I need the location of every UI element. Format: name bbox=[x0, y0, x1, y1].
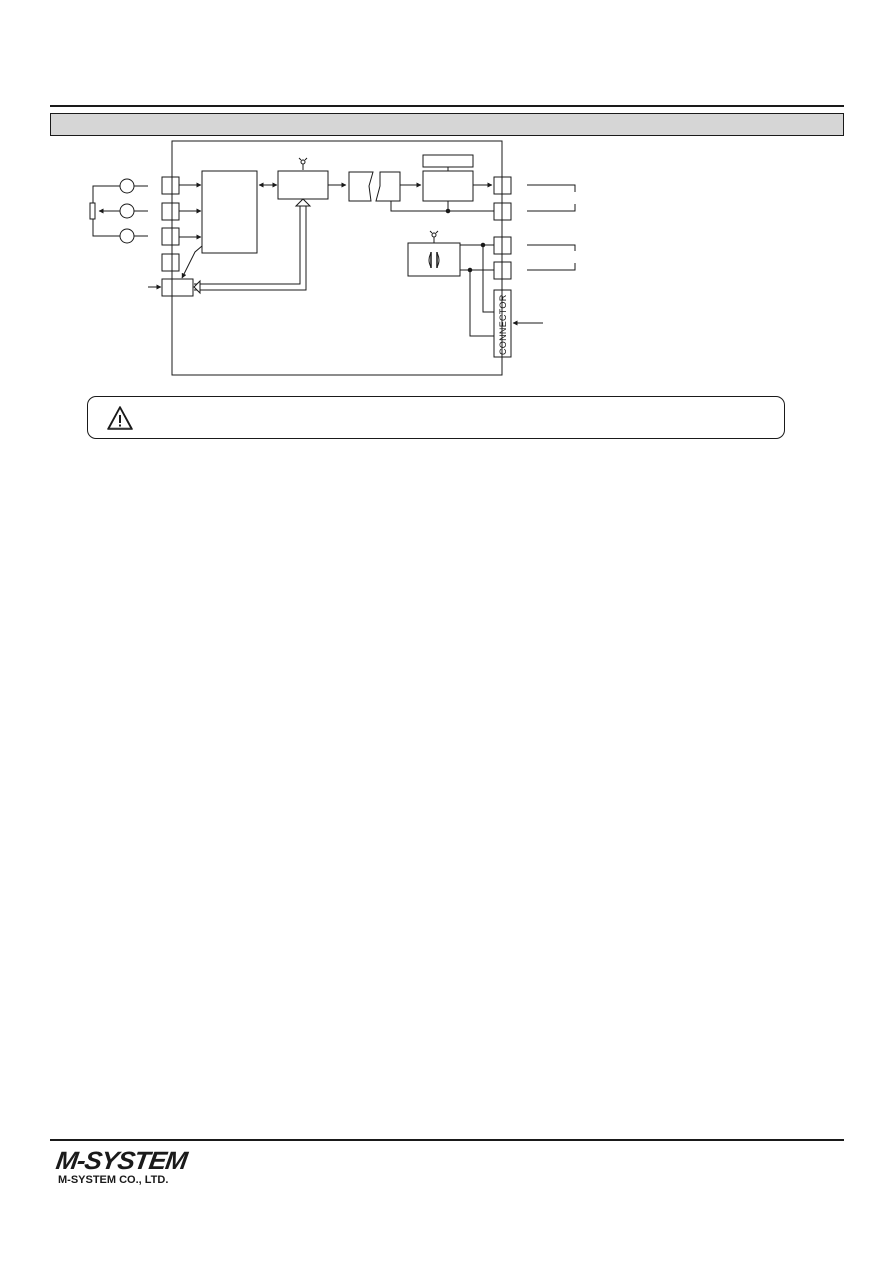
setting-block bbox=[161, 278, 194, 297]
led-icon-power bbox=[429, 230, 439, 243]
output-circuit-block bbox=[422, 170, 474, 202]
input-terminal-4 bbox=[161, 253, 180, 272]
warning-notice-box bbox=[87, 396, 785, 439]
logo-wordmark: M-SYSTEM bbox=[54, 1147, 189, 1175]
top-rule bbox=[50, 105, 844, 107]
processor-block bbox=[277, 170, 329, 200]
output-indicator-bar bbox=[422, 154, 474, 168]
input-circle-c bbox=[119, 228, 135, 244]
led-icon-processor bbox=[298, 157, 308, 170]
potentiometer bbox=[89, 202, 96, 220]
block-diagram: CONNECTOR bbox=[89, 140, 576, 376]
input-terminal-1 bbox=[161, 176, 180, 195]
company-logo: M-SYSTEM M-SYSTEM CO., LTD. bbox=[54, 1147, 198, 1189]
input-circle-b bbox=[119, 203, 135, 219]
isolation-block bbox=[348, 171, 401, 202]
output-terminal-1 bbox=[493, 176, 512, 195]
input-sensor-group bbox=[89, 178, 148, 244]
section-header-bar bbox=[50, 113, 844, 136]
input-terminal-2 bbox=[161, 202, 180, 221]
connector-block bbox=[493, 289, 512, 358]
input-circuit-block bbox=[201, 170, 258, 254]
output-terminals bbox=[493, 176, 512, 280]
input-terminals bbox=[148, 176, 194, 297]
power-supply-block bbox=[407, 242, 461, 277]
output-terminal-2 bbox=[493, 202, 512, 221]
input-circle-a bbox=[119, 178, 135, 194]
module-enclosure bbox=[171, 140, 503, 376]
company-name: M-SYSTEM CO., LTD. bbox=[58, 1174, 169, 1186]
bottom-rule bbox=[50, 1139, 844, 1141]
transformer-icon bbox=[428, 252, 440, 268]
connector-label: CONNECTOR bbox=[498, 294, 508, 355]
warning-triangle-icon bbox=[107, 406, 133, 430]
input-terminal-3 bbox=[161, 227, 180, 246]
